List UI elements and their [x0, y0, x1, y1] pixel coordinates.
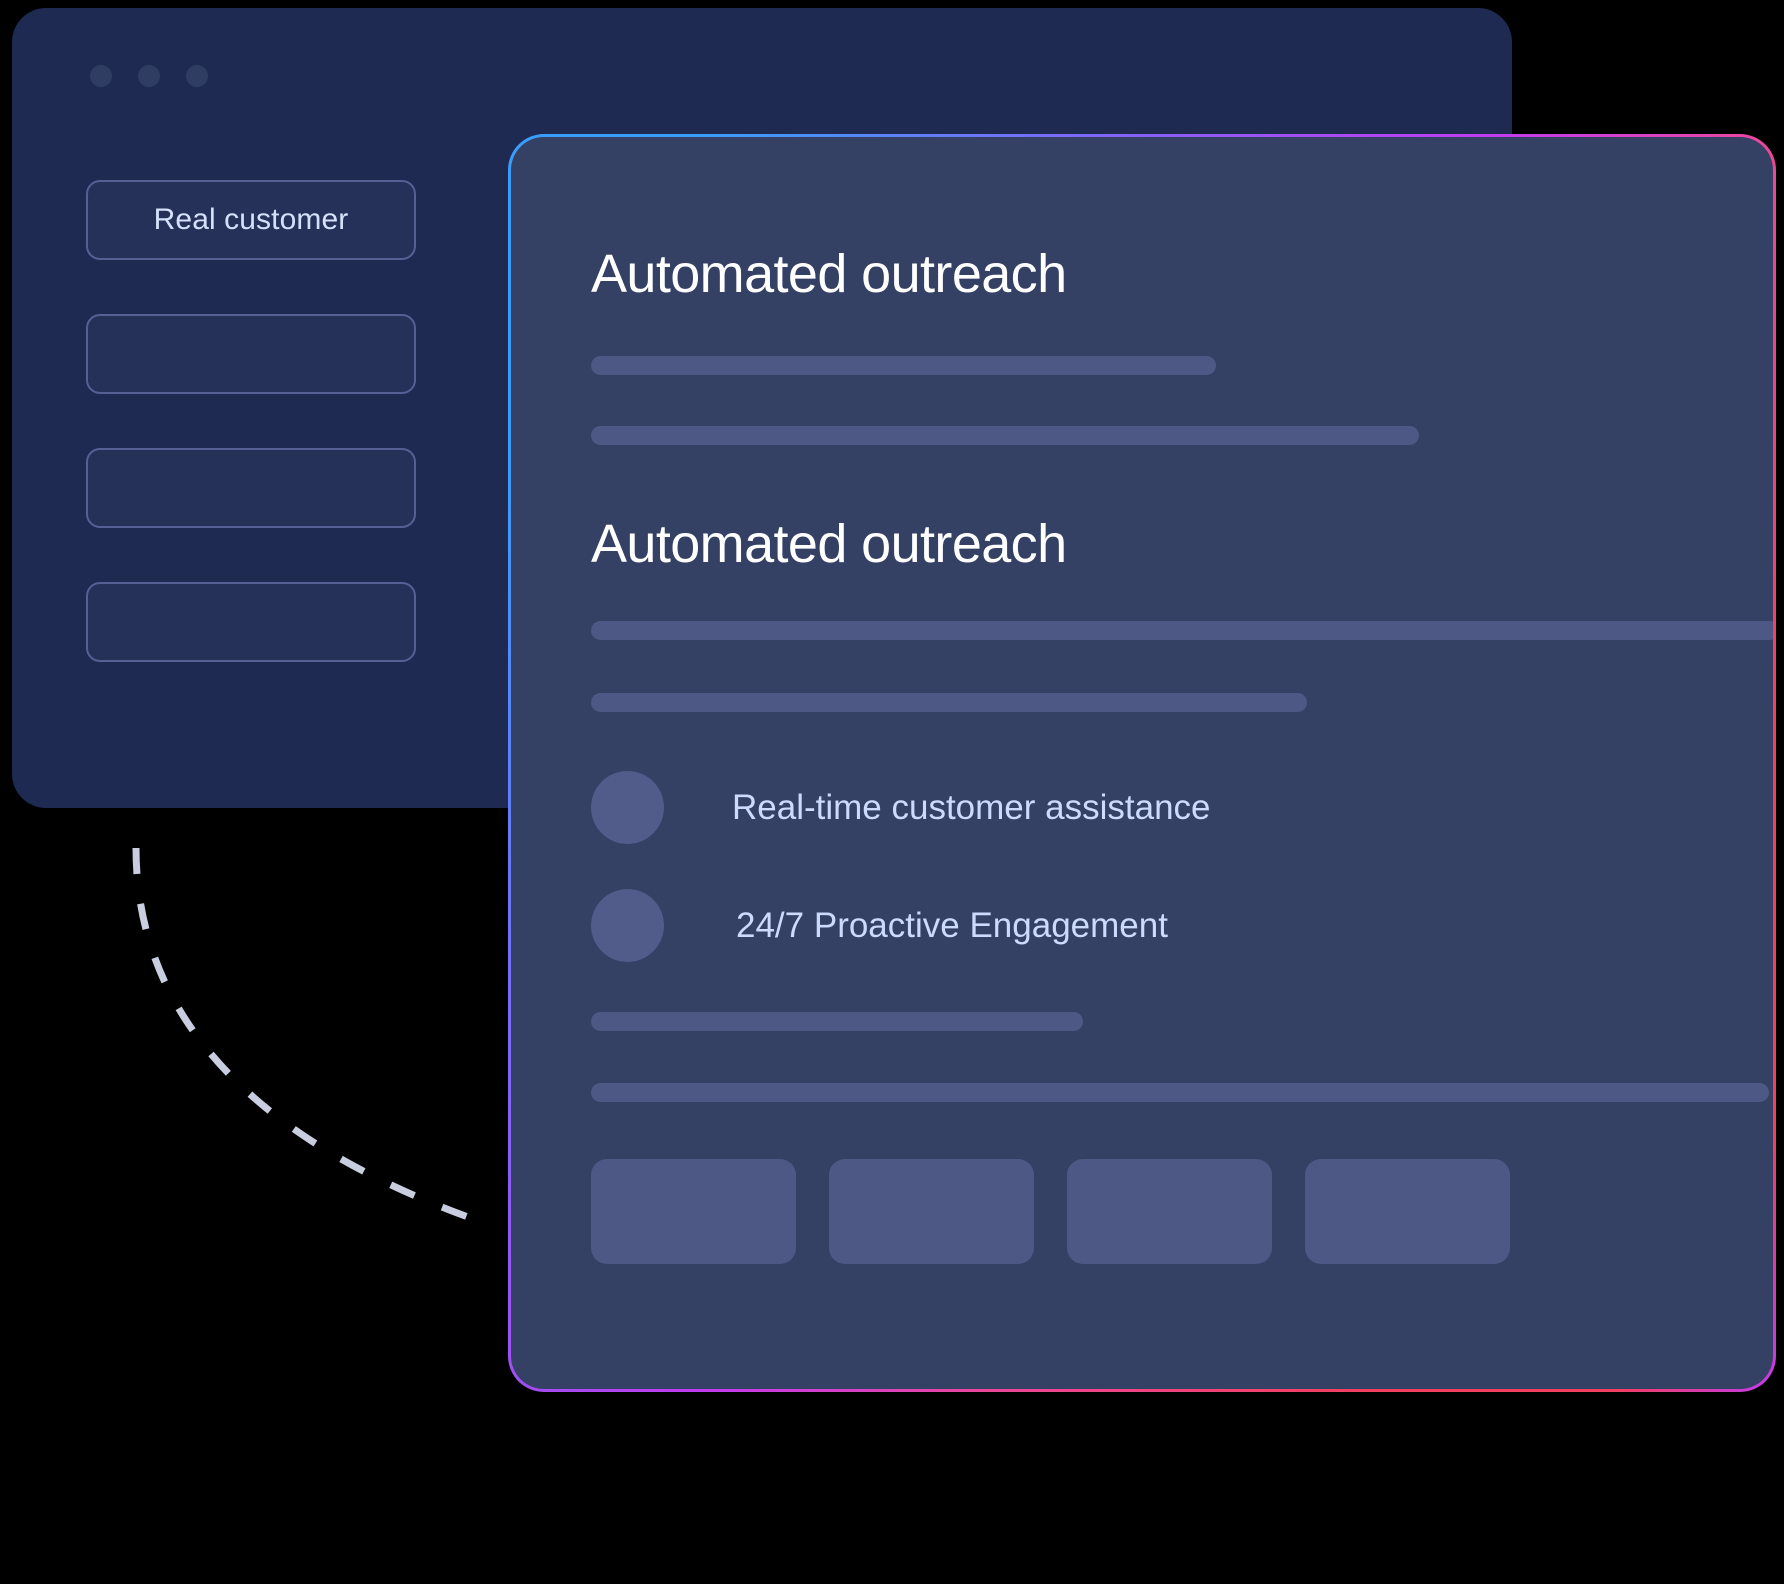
chip-1[interactable]	[591, 1159, 796, 1264]
skeleton-bar-5	[591, 1012, 1083, 1031]
chips-row	[591, 1159, 1510, 1264]
sidebar-item-placeholder-2[interactable]	[86, 448, 416, 528]
window-dot-3-icon[interactable]	[186, 65, 208, 87]
sidebar-item-placeholder-1[interactable]	[86, 314, 416, 394]
skeleton-bar-6	[591, 1083, 1769, 1102]
sidebar-item-label: Real customer	[153, 203, 349, 236]
skeleton-bar-4	[591, 693, 1307, 712]
skeleton-bar-3	[591, 621, 1773, 640]
dashed-curve-path	[132, 847, 484, 1226]
dashed-curve-connector	[132, 847, 484, 1226]
list-item-label: Real-time customer assistance	[732, 787, 1211, 827]
bullet-circle-icon	[591, 771, 664, 844]
chip-4[interactable]	[1305, 1159, 1510, 1264]
skeleton-bar-2	[591, 426, 1419, 445]
automated-outreach-card-body: Automated outreach Automated outreach Re…	[511, 137, 1773, 1389]
automated-outreach-card: Automated outreach Automated outreach Re…	[508, 134, 1776, 1392]
window-dot-2-icon[interactable]	[138, 65, 160, 87]
chip-3[interactable]	[1067, 1159, 1272, 1264]
window-controls	[90, 65, 208, 87]
chip-2[interactable]	[829, 1159, 1034, 1264]
list-item[interactable]: Real-time customer assistance	[591, 771, 1211, 844]
list-item-label: 24/7 Proactive Engagement	[736, 905, 1168, 945]
bullet-circle-icon	[591, 889, 664, 962]
sidebar-item-real-customer[interactable]: Real customer	[86, 180, 416, 260]
window-dot-1-icon[interactable]	[90, 65, 112, 87]
sidebar-item-placeholder-3[interactable]	[86, 582, 416, 662]
sidebar: Real customer	[86, 180, 416, 716]
list-item[interactable]: 24/7 Proactive Engagement	[591, 889, 1168, 962]
section-title: Automated outreach	[591, 514, 1067, 574]
page-title: Automated outreach	[591, 244, 1067, 304]
skeleton-bar-1	[591, 356, 1216, 375]
